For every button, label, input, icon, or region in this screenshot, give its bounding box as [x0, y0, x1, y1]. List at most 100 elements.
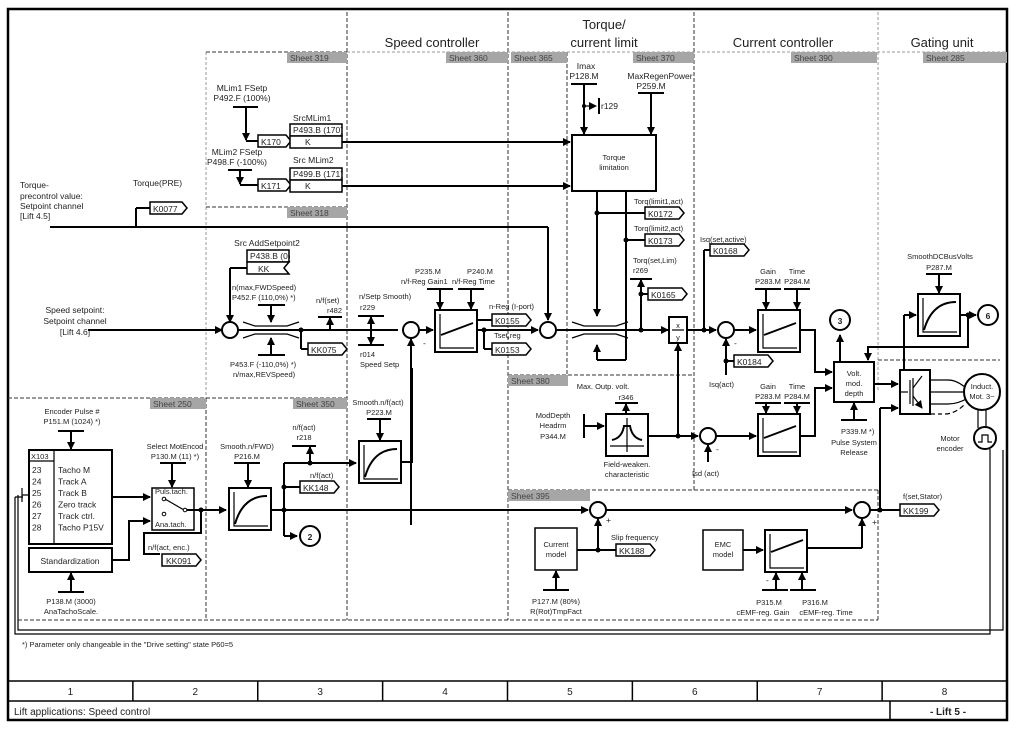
svg-text:Torque: Torque — [603, 153, 626, 162]
svg-text:Tset,reg: Tset,reg — [494, 331, 521, 340]
svg-text:K: K — [305, 181, 311, 191]
motor-encoder — [973, 426, 997, 450]
svg-text:precontrol value:: precontrol value: — [20, 191, 83, 201]
svg-text:Time: Time — [789, 267, 805, 276]
svg-text:Smooth.n/FWD): Smooth.n/FWD) — [220, 442, 274, 451]
svg-text:Headrm: Headrm — [540, 421, 567, 430]
svg-text:n/f-Reg Time: n/f-Reg Time — [452, 277, 495, 286]
isq-sum — [717, 321, 735, 339]
svg-text:Gain: Gain — [760, 267, 776, 276]
svg-text:2: 2 — [308, 532, 313, 542]
sheet-250: Encoder Pulse # P151.M (1024) *) X103 23… — [14, 407, 1004, 635]
connector-circle-2 — [299, 525, 321, 547]
connector-k170 — [257, 134, 292, 148]
svg-text:Max. Outp. volt.: Max. Outp. volt. — [577, 382, 630, 391]
svg-text:P128.M: P128.M — [569, 71, 598, 81]
footer-column-number: 6 — [692, 687, 698, 698]
svg-text:Select MotEncod: Select MotEncod — [147, 442, 204, 451]
footer-column-number: 3 — [317, 687, 323, 698]
svg-text:X103: X103 — [31, 452, 49, 461]
svg-text:n/f-Reg Gain1: n/f-Reg Gain1 — [401, 277, 448, 286]
torque-sum — [539, 321, 557, 339]
svg-text:KK091: KK091 — [166, 556, 192, 566]
svg-text:Release: Release — [840, 448, 868, 457]
svg-text:x: x — [676, 321, 680, 330]
svg-text:P216.M: P216.M — [234, 452, 260, 461]
sheet-labels: Sheet 319 Sheet 360 Sheet 365 Sheet 370 … — [150, 52, 1007, 501]
speed-pi-controller — [434, 309, 478, 353]
speed-setpoint: Speed setpoint: Setpoint channel [Lift 4… — [43, 305, 223, 337]
svg-text:P452.F (110,0%) *): P452.F (110,0%) *) — [232, 293, 296, 302]
svg-text:MLim1 FSetp: MLim1 FSetp — [217, 83, 268, 93]
svg-text:P151.M (1024) *): P151.M (1024) *) — [43, 417, 101, 426]
sheet-318: Src AddSetpoint2 P438.B (0) KK n(max,FWD… — [221, 238, 398, 379]
sheet-350: Smooth.n/FWD) P216.M 2 n/f(act) KK148 n/… — [220, 368, 508, 547]
svg-text:Isd (act): Isd (act) — [692, 469, 720, 478]
speed-error-sum — [402, 321, 420, 339]
sum-junction — [221, 321, 239, 339]
svg-text:K171: K171 — [261, 181, 281, 191]
svg-text:MaxRegenPower: MaxRegenPower — [627, 71, 692, 81]
sheet-350-label: Sheet 350 — [296, 399, 335, 409]
svg-text:limitation: limitation — [599, 163, 629, 172]
svg-text:Encoder Pulse #: Encoder Pulse # — [44, 407, 100, 416]
svg-text:Isq(set,active): Isq(set,active) — [700, 235, 747, 244]
svg-text:MLim2 FSetp: MLim2 FSetp — [212, 147, 263, 157]
svg-text:P344.M: P344.M — [540, 432, 566, 441]
svg-text:r482: r482 — [327, 306, 342, 315]
terminal-block-x103 — [28, 449, 113, 545]
svg-text:+: + — [872, 517, 877, 527]
svg-text:Setpoint channel: Setpoint channel — [20, 201, 83, 211]
sheet-319-label: Sheet 319 — [290, 53, 329, 63]
svg-text:n/max,REVSpeed): n/max,REVSpeed) — [233, 370, 296, 379]
svg-text:EMC: EMC — [715, 540, 732, 549]
svg-text:SmoothDCBusVolts: SmoothDCBusVolts — [907, 252, 973, 261]
terminal-number: 28 — [32, 523, 42, 533]
svg-text:Torque(PRE): Torque(PRE) — [133, 178, 182, 188]
svg-text:r229: r229 — [360, 303, 375, 312]
svg-text:Isq(act): Isq(act) — [709, 380, 735, 389]
svg-text:r014: r014 — [360, 350, 375, 359]
svg-text:Torq(limit1,act): Torq(limit1,act) — [634, 197, 684, 206]
svg-text:r218: r218 — [296, 433, 311, 442]
svg-text:Smooth.n/f(act): Smooth.n/f(act) — [352, 398, 404, 407]
svg-text:P498.F (-100%): P498.F (-100%) — [207, 157, 267, 167]
sheet-285: SmoothDCBusVolts P287.M 6 Induct. Mot. 3… — [864, 252, 1001, 510]
section-title-gating-unit: Gating unit — [911, 35, 974, 50]
connector-k0173 — [644, 233, 685, 247]
svg-text:Speed Setp: Speed Setp — [360, 360, 399, 369]
svg-text:P235.M: P235.M — [415, 267, 441, 276]
connector-k0172 — [644, 206, 685, 220]
svg-text:K0184: K0184 — [737, 357, 762, 367]
connector-k171 — [257, 178, 292, 192]
sheet-319: MLim1 FSetp P492.F (100%) K170 SrcMLim1 … — [207, 83, 571, 193]
connector-k0168 — [709, 243, 750, 257]
svg-text:+: + — [606, 515, 611, 525]
terminal-name: Track A — [58, 477, 87, 487]
svg-text:K0168: K0168 — [713, 246, 738, 256]
svg-text:P339.M *): P339.M *) — [841, 427, 875, 436]
connector-k0077 — [149, 201, 188, 215]
isd-pi-controller — [757, 413, 801, 457]
svg-text:model: model — [546, 550, 567, 559]
svg-text:f(set,Stator): f(set,Stator) — [903, 492, 943, 501]
svg-text:n/f(act): n/f(act) — [292, 423, 316, 432]
svg-text:-: - — [766, 575, 769, 585]
svg-text:Motor: Motor — [940, 434, 960, 443]
svg-text:KK148: KK148 — [303, 483, 329, 493]
svg-text:r269: r269 — [633, 266, 648, 275]
svg-text:KK: KK — [258, 264, 270, 274]
svg-text:model: model — [713, 550, 734, 559]
svg-text:n(max,FWDSpeed): n(max,FWDSpeed) — [232, 283, 297, 292]
sheet-285-label: Sheet 285 — [926, 53, 965, 63]
section-title-torque-2: current limit — [570, 35, 638, 50]
svg-text:P287.M: P287.M — [926, 263, 952, 272]
svg-text:cEMF-reg. Gain: cEMF-reg. Gain — [737, 608, 790, 617]
svg-text:K0153: K0153 — [495, 345, 520, 355]
svg-text:Gain: Gain — [760, 382, 776, 391]
svg-text:y: y — [676, 333, 680, 342]
svg-text:Ana.tach.: Ana.tach. — [155, 520, 187, 529]
terminal-number: 25 — [32, 488, 42, 498]
svg-text:Setpoint channel: Setpoint channel — [43, 316, 106, 326]
